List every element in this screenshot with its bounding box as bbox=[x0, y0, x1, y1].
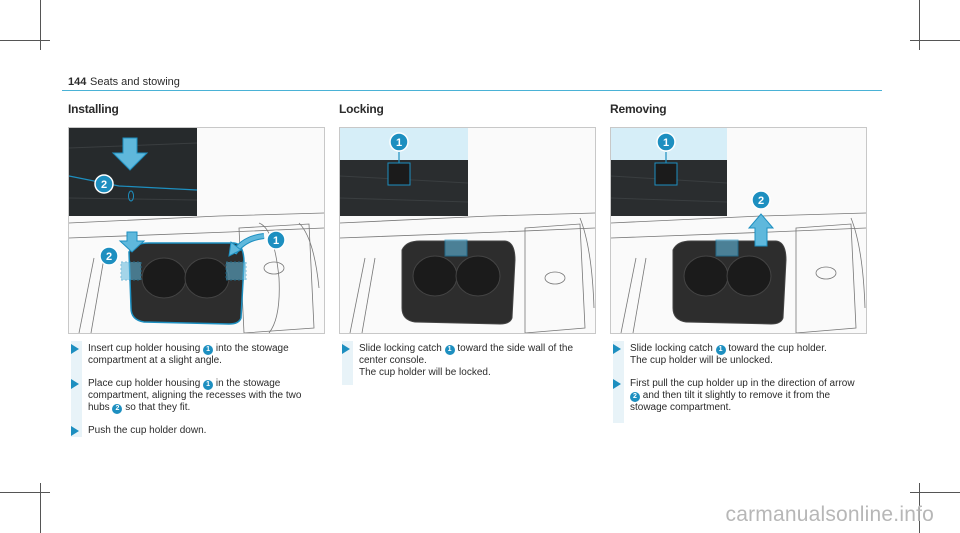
crop-mark bbox=[0, 492, 50, 493]
step-arrow-icon bbox=[71, 426, 79, 436]
callout-label: 2 bbox=[758, 195, 764, 207]
callout-badge: 1 bbox=[715, 345, 726, 355]
callout-badge: 1 bbox=[203, 345, 214, 355]
step-item: Slide locking catch 1 toward the cup hol… bbox=[610, 343, 865, 367]
crop-mark bbox=[0, 40, 50, 41]
section-header: Seats and stowing bbox=[90, 76, 180, 88]
removing-steps: Slide locking catch 1 toward the cup hol… bbox=[610, 341, 865, 425]
installing-illustration: 2 2 1 bbox=[68, 127, 325, 334]
step-result: The cup holder will be unlocked. bbox=[630, 355, 773, 366]
callout-label: 2 bbox=[101, 179, 107, 191]
crop-mark bbox=[910, 492, 960, 493]
step-result: The cup holder will be locked. bbox=[359, 367, 491, 378]
header-rule bbox=[62, 90, 882, 91]
page-number: 144 bbox=[68, 76, 87, 88]
step-item: Push the cup holder down. bbox=[68, 425, 323, 437]
callout-label: 1 bbox=[273, 235, 279, 247]
crop-mark bbox=[910, 40, 960, 41]
crop-mark bbox=[919, 0, 920, 50]
callout-label: 2 bbox=[106, 251, 112, 263]
step-item: Place cup holder housing 1 in the stowag… bbox=[68, 378, 323, 414]
section-title-locking: Locking bbox=[339, 102, 384, 116]
crop-mark bbox=[919, 483, 920, 533]
crop-mark bbox=[40, 483, 41, 533]
callout-badge: 2 bbox=[112, 404, 123, 414]
section-title-removing: Removing bbox=[610, 102, 667, 116]
removing-illustration: 2 1 bbox=[610, 127, 867, 334]
installing-steps: Insert cup holder housing 1 into the sto… bbox=[68, 341, 323, 448]
locking-illustration: 1 bbox=[339, 127, 596, 334]
step-arrow-icon bbox=[71, 344, 79, 354]
callout-badge: 1 bbox=[203, 380, 214, 390]
step-item: Slide locking catch 1 toward the side wa… bbox=[339, 343, 594, 379]
section-title-installing: Installing bbox=[68, 102, 119, 116]
callout-badge: 2 bbox=[630, 392, 640, 402]
step-item: First pull the cup holder up in the dire… bbox=[610, 378, 865, 414]
step-arrow-icon bbox=[613, 379, 621, 389]
callout-label: 1 bbox=[396, 137, 402, 149]
step-arrow-icon bbox=[613, 344, 621, 354]
crop-mark bbox=[40, 0, 41, 50]
step-item: Insert cup holder housing 1 into the sto… bbox=[68, 343, 323, 367]
step-arrow-icon bbox=[342, 344, 350, 354]
locking-steps: Slide locking catch 1 toward the side wa… bbox=[339, 341, 594, 390]
callout-badge: 1 bbox=[444, 345, 455, 355]
watermark: carmanualsonline.info bbox=[725, 503, 934, 526]
step-arrow-icon bbox=[71, 379, 79, 389]
step-sidebar bbox=[71, 341, 82, 437]
step-sidebar bbox=[342, 341, 353, 385]
callout-label: 1 bbox=[663, 137, 669, 149]
